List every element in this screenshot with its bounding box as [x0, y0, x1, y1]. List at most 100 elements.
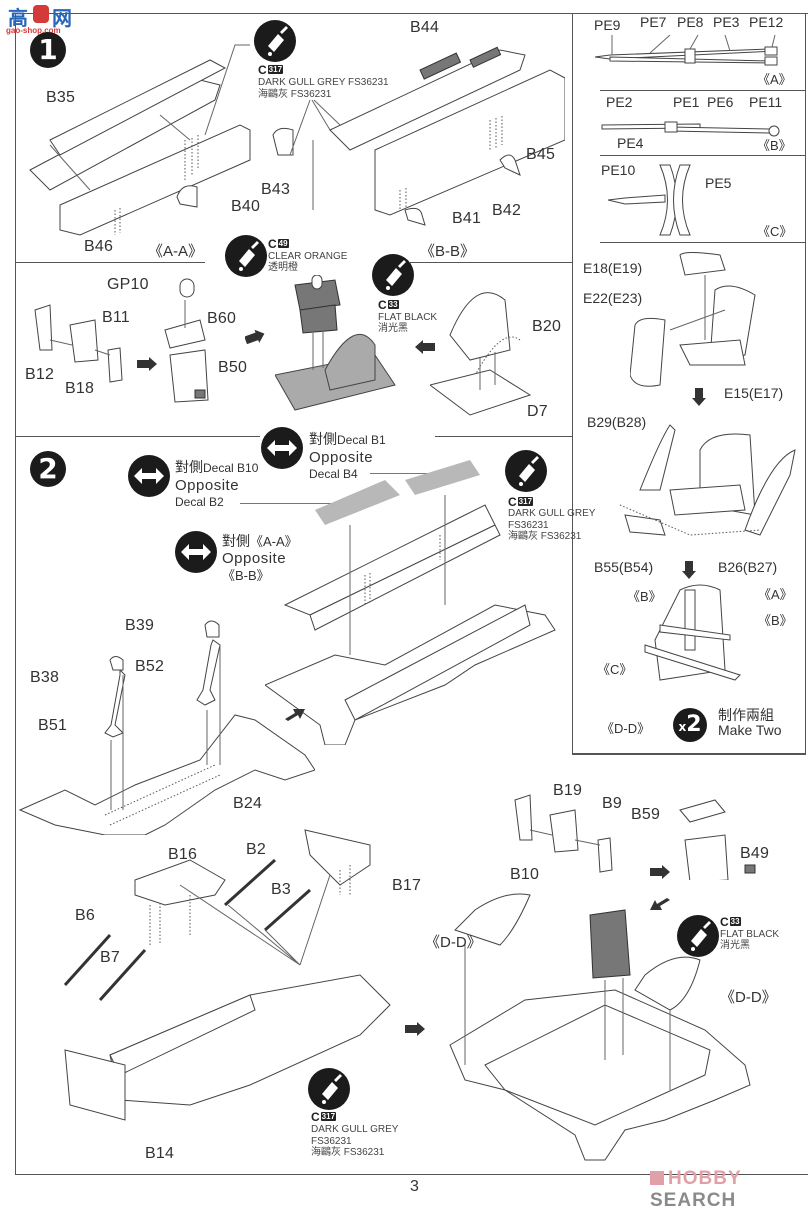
part-label-b3: B3 [271, 881, 291, 898]
bb-assembly-drawing [329, 46, 565, 216]
flip-note-2: 對側Decal B1 Opposite Decal B4 [309, 431, 386, 481]
part-label-b7: B7 [100, 949, 120, 966]
part-label-b39: B39 [125, 617, 155, 634]
part-label-b44: B44 [410, 19, 440, 36]
arrow-right-icon [245, 330, 265, 344]
gp10-part-shape [179, 278, 195, 298]
paint-code-prefix: C [378, 298, 387, 312]
paint-brush-icon [677, 915, 719, 957]
part-b41-shape [404, 207, 426, 226]
arrow-right-icon [405, 1022, 425, 1036]
divider-step1-mid-right [410, 262, 572, 263]
aa-assembly-drawing [29, 59, 251, 236]
pe-label-pe7: PE7 [640, 14, 667, 30]
paint-name-cn-dark-gull-grey: 海鷗灰 FS36231 [311, 1147, 385, 1158]
part-label-b14: B14 [145, 1145, 175, 1162]
part-label-b42: B42 [492, 202, 522, 219]
paint-code-prefix: C [258, 63, 267, 77]
paint-fs-number: FS36231 [508, 520, 549, 531]
view-label-dd: 《D-D》 [601, 721, 651, 736]
thumb-logo-icon [33, 5, 49, 23]
part-label-b24: B24 [233, 795, 263, 812]
paint-name-flat-black: FLAT BLACK [720, 929, 780, 940]
paint-code-prefix: C [720, 915, 729, 929]
paint-code-number: 33 [729, 917, 741, 926]
part-label-d7: D7 [527, 403, 548, 420]
paint-name-clear-orange: CLEAR ORANGE [268, 251, 348, 262]
paint-code-number: 317 [267, 65, 284, 74]
part-label-b41: B41 [452, 210, 482, 227]
harness-b-drawing [601, 121, 780, 137]
view-label-dd-left: 《D-D》 [425, 934, 482, 951]
seat-label-e18: E18(E19) [583, 260, 643, 276]
part-label-b20: B20 [532, 318, 562, 335]
flip-opposite-icon [261, 427, 303, 469]
paint-code-prefix: C [311, 1110, 320, 1124]
paint-code-number: 49 [277, 239, 289, 248]
pe-label-pe11: PE11 [749, 94, 783, 110]
part-label-b40: B40 [231, 198, 261, 215]
make-two-cn: 制作兩組 [718, 707, 774, 723]
arrow-down-left-icon [650, 898, 670, 910]
seat-label-b26: B26(B27) [718, 559, 778, 575]
flip-note-1: 對側Decal B10 Opposite Decal B2 [175, 459, 259, 509]
paint-name-flat-black: FLAT BLACK [378, 312, 438, 323]
arrow-down-icon [682, 561, 696, 579]
pe-label-pe9: PE9 [594, 17, 621, 33]
paint-code-number: 317 [517, 497, 534, 506]
flip-note-3: 對側《A-A》 Opposite 《B-B》 [222, 533, 298, 583]
part-label-b35: B35 [46, 89, 76, 106]
part-b43-shape [272, 127, 294, 156]
view-label-aa: 《A-A》 [148, 243, 204, 260]
part-label-b52: B52 [135, 658, 165, 675]
part-label-b46: B46 [84, 238, 114, 255]
divider-harness-ab [600, 90, 805, 91]
paint-brush-icon [254, 20, 296, 62]
divider-harness-bc [600, 155, 805, 156]
paint-brush-icon [372, 254, 414, 296]
pe-label-pe3: PE3 [713, 14, 740, 30]
part-label-b60: B60 [207, 310, 237, 327]
pe-label-pe2: PE2 [606, 94, 633, 110]
part-label-b18: B18 [65, 380, 95, 397]
paint-code-prefix: C [268, 237, 277, 251]
part-label-b16: B16 [168, 846, 198, 863]
paint-code-number: 317 [320, 1112, 337, 1121]
part-label-b6: B6 [75, 907, 95, 924]
pe-label-pe1: PE1 [673, 94, 700, 110]
part-b40-shape [176, 185, 198, 208]
part-label-b11: B11 [102, 309, 130, 326]
part-label-b38: B38 [30, 669, 60, 686]
harness-a-drawing [594, 35, 778, 66]
harness-c-drawing [607, 164, 691, 236]
paint-fs-number: FS36231 [311, 1136, 352, 1147]
hobby-search-watermark: HOBBY SEARCH [650, 1168, 742, 1211]
seat-ref-b-right: 《B》 [758, 613, 793, 628]
paint-code-number: 33 [387, 300, 399, 309]
pe-label-pe5: PE5 [705, 175, 732, 191]
throttle-base-drawing [275, 275, 396, 411]
make-two-badge: x2 [673, 708, 707, 742]
part-label-gp10: GP10 [107, 276, 149, 293]
b20-d7-drawing [430, 292, 532, 416]
paint-brush-icon [308, 1068, 350, 1110]
pe-label-pe12: PE12 [749, 14, 784, 30]
lower-assembly-drawing [63, 829, 391, 1121]
part-b42-shape [499, 154, 521, 176]
throttle-subassembly-2-drawing [514, 794, 756, 880]
seat-label-e15: E15(E17) [724, 385, 784, 401]
seat-frame-drawing [619, 424, 796, 536]
seat-label-e22: E22(E23) [583, 290, 643, 306]
seat-label-b29: B29(B28) [587, 414, 647, 430]
view-label-dd-right: 《D-D》 [720, 989, 777, 1006]
divider-step1-mid [15, 262, 205, 263]
part-label-b2: B2 [246, 841, 266, 858]
pe-label-pe8: PE8 [677, 14, 704, 30]
arrow-down-icon [692, 388, 706, 406]
paint-name-cn-dark-gull-grey: 海鷗灰 FS36231 [508, 531, 582, 542]
